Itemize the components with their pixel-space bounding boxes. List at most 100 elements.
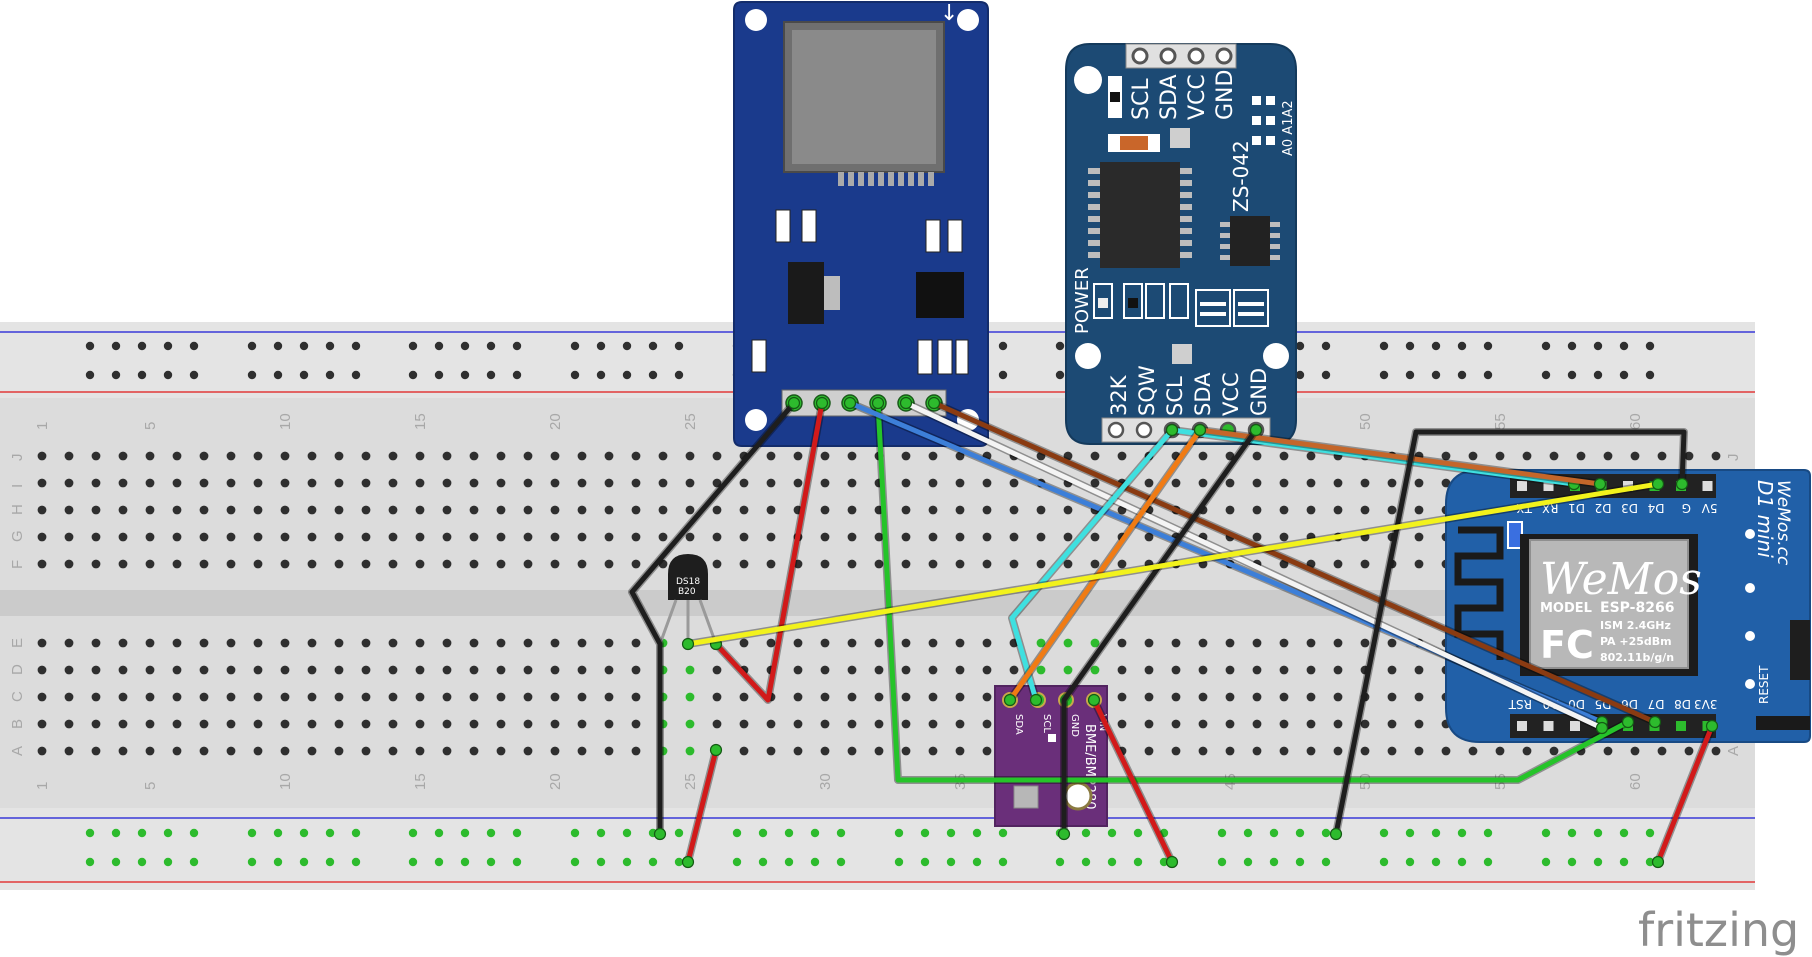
rail-hole [648,370,658,380]
rail-hole [622,857,632,867]
terminal-hole [496,505,506,515]
terminal-hole [685,505,695,515]
terminal-hole [1279,559,1289,569]
terminal-hole [199,665,209,675]
wire-rtc-gnd-end [1249,423,1263,437]
chip-leg [1270,255,1280,260]
terminal-hole [1279,478,1289,488]
rail-hole [1107,857,1117,867]
chip-leg [1088,204,1100,210]
terminal-hole [820,692,830,702]
terminal-hole [1252,638,1262,648]
terminal-hole [334,719,344,729]
terminal-hole [955,638,965,648]
terminal-hole [253,638,263,648]
rail-hole [299,370,309,380]
rtc-bottom-pin [1107,421,1125,439]
rail-hole [1567,341,1577,351]
terminal-hole [712,559,722,569]
terminal-hole [766,451,776,461]
terminal-hole [793,451,803,461]
terminal-hole [928,746,938,756]
rail-hole [460,857,470,867]
terminal-hole [1171,665,1181,675]
rail-hole [596,370,606,380]
rail-hole [1217,828,1227,838]
terminal-hole [1171,746,1181,756]
wire-sd-sck-end [899,396,913,410]
rail-hole [1541,828,1551,838]
terminal-hole [820,665,830,675]
rail-hole [85,370,95,380]
wire-rtc-scl-bmp-end [1165,423,1179,437]
terminal-hole [1306,478,1316,488]
terminal-hole [901,505,911,515]
d1-bottom-pin [1543,721,1554,731]
rail-hole [247,341,257,351]
row-number: 1 [34,422,51,430]
rail-hole [648,341,658,351]
terminal-hole [1117,559,1127,569]
terminal-hole [415,478,425,488]
terminal-hole [118,451,128,461]
row-number: 60 [1627,413,1644,430]
terminal-hole [1252,692,1262,702]
terminal-hole [1495,746,1505,756]
rail-hole [1567,370,1577,380]
rail-hole [273,370,283,380]
d1-side-pad-3 [1745,631,1755,641]
terminal-hole [91,451,101,461]
terminal-hole [280,719,290,729]
terminal-hole [1063,559,1073,569]
rail-hole [1159,828,1169,838]
terminal-hole [577,559,587,569]
rail-hole [836,857,846,867]
terminal-hole [496,665,506,675]
terminal-hole [361,559,371,569]
rail-hole [894,857,904,867]
rail-hole [85,857,95,867]
rail-hole [1619,370,1629,380]
rail-hole [622,828,632,838]
terminal-hole [64,559,74,569]
rtc-pad-square-2 [1172,344,1192,364]
wire-ds-data-end [1651,477,1665,491]
sd-slot-contacts [838,172,934,186]
terminal-hole [1549,451,1559,461]
terminal-hole [64,451,74,461]
rail-hole [325,370,335,380]
row-number: 1 [34,782,51,790]
rail-hole [810,828,820,838]
terminal-hole [550,532,560,542]
sd-regulator [788,262,824,324]
rail-hole [998,370,1008,380]
rail-hole [1431,828,1441,838]
terminal-hole [334,746,344,756]
terminal-hole [199,559,209,569]
terminal-hole [1441,478,1451,488]
terminal-hole [793,692,803,702]
wire-d1-3v3-end [1705,719,1719,733]
chip-leg [1180,192,1192,198]
terminal-hole [1306,505,1316,515]
terminal-hole [1360,478,1370,488]
terminal-hole [415,692,425,702]
terminal-hole [253,559,263,569]
rail-hole [408,828,418,838]
chip-leg [1180,216,1192,222]
terminal-hole [91,692,101,702]
terminal-hole [226,478,236,488]
rail-hole [273,828,283,838]
row-letter: I [9,484,26,488]
rtc-address-pads [1252,96,1275,145]
terminal-hole [64,746,74,756]
terminal-hole [604,451,614,461]
sd-card-module: ↓ [733,1,989,447]
d1-top-pin [1517,481,1527,491]
terminal-hole [307,746,317,756]
terminal-hole [1063,505,1073,515]
terminal-hole [1711,451,1721,461]
terminal-hole [253,719,263,729]
rail-hole [1645,857,1655,867]
rail-hole [434,370,444,380]
